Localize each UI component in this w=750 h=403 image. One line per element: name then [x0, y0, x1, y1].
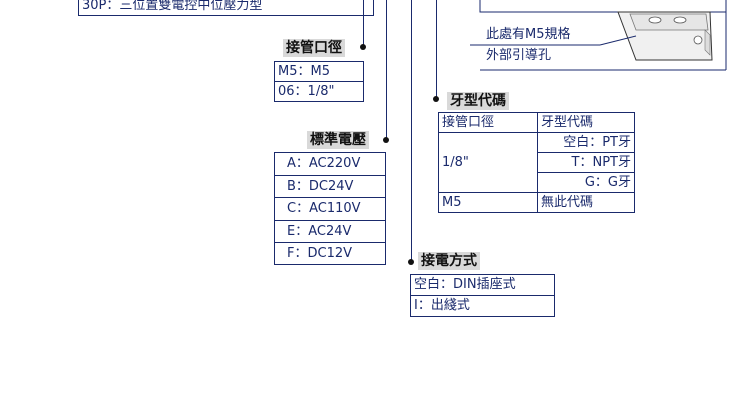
- wiring-box: 空白：DIN插座式 I：出綫式: [410, 274, 555, 317]
- voltage-row: F：DC12V: [287, 246, 353, 261]
- wiring-row: 空白：DIN插座式: [411, 275, 554, 296]
- thread-code-cell: T：NPT牙: [537, 152, 635, 173]
- voltage-row: E：AC24V: [275, 221, 385, 243]
- voltage-title: 標準電壓: [307, 131, 369, 149]
- thread-m5-label: M5: [438, 192, 538, 213]
- connector-line-wiring: [411, 0, 412, 262]
- thread-group-label: 1/8": [438, 132, 538, 193]
- thread-m5-code: 無此代碼: [537, 192, 635, 213]
- wiring-row: I：出綫式: [414, 298, 470, 313]
- top-spec-box: 30P：三位置雙電控中位壓力型: [78, 0, 374, 16]
- thread-code-table: 接管口徑 牙型代碼 1/8" 空白：PT牙 T：NPT牙 G：G牙 M5 無此代…: [438, 112, 635, 213]
- port-size-box: M5：M5 06：1/8": [274, 61, 364, 102]
- thread-code-cell: G：G牙: [537, 172, 635, 193]
- port-size-title: 接管口徑: [283, 39, 345, 57]
- port-size-row: 06：1/8": [278, 84, 335, 99]
- connector-line-thread: [436, 0, 437, 99]
- wiring-title: 接電方式: [418, 252, 480, 270]
- top-spec-text: 30P：三位置雙電控中位壓力型: [82, 0, 263, 13]
- thread-code-cell: 空白：PT牙: [537, 132, 635, 153]
- voltage-row: C：AC110V: [275, 198, 385, 221]
- bullet-port: [360, 44, 366, 50]
- thread-col1-header: 接管口徑: [438, 112, 538, 133]
- connector-line-voltage: [386, 0, 387, 141]
- bullet-thread: [433, 96, 439, 102]
- voltage-box: A：AC220V B：DC24V C：AC110V E：AC24V F：DC12…: [274, 152, 386, 265]
- voltage-row: B：DC24V: [275, 176, 385, 198]
- voltage-row: A：AC220V: [275, 153, 385, 176]
- thread-col2-header: 牙型代碼: [537, 112, 635, 133]
- connector-line-port: [363, 0, 364, 45]
- bullet-voltage: [383, 137, 389, 143]
- callout-line1: 此處有M5規格: [486, 27, 571, 42]
- valve-drawing: [470, 0, 727, 71]
- thread-code-title: 牙型代碼: [447, 92, 509, 110]
- port-size-row: M5：M5: [275, 62, 363, 82]
- callout-line2: 外部引導孔: [486, 48, 552, 63]
- bullet-wiring: [408, 259, 414, 265]
